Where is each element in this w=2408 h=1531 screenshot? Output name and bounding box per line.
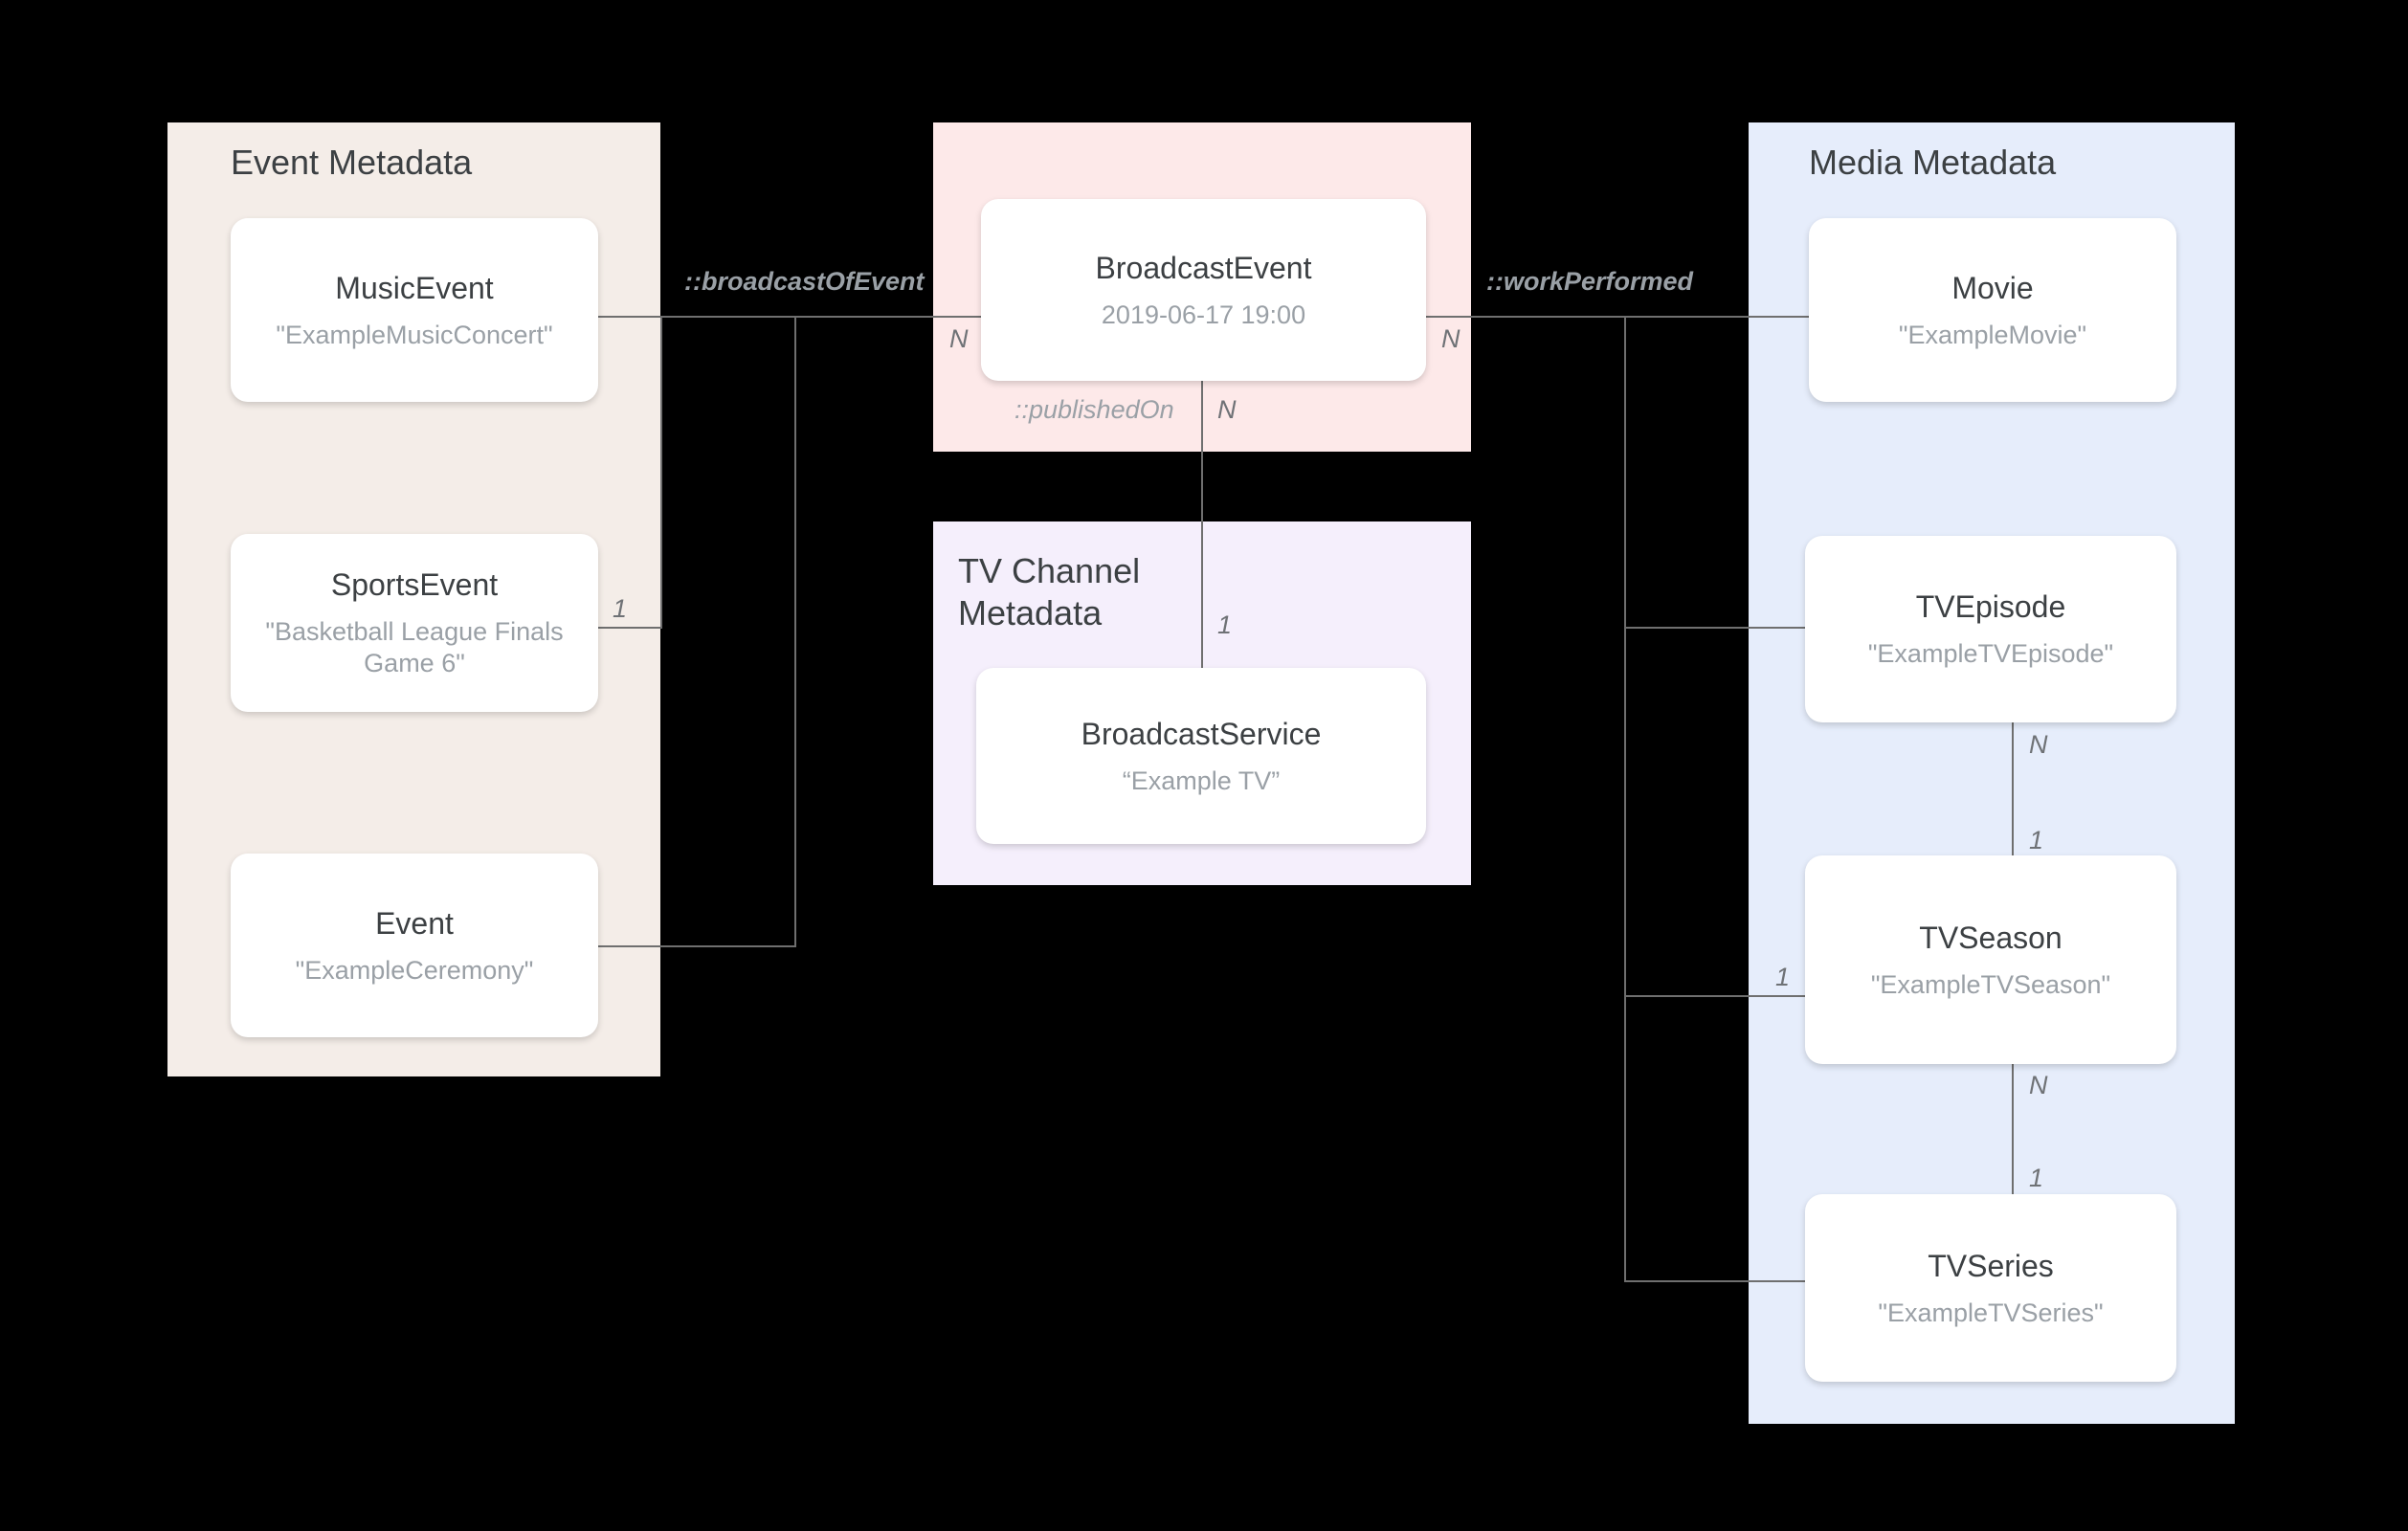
entity-name: Event bbox=[375, 905, 454, 941]
connector-left-trunk-inner bbox=[660, 316, 662, 627]
connector-broadcastofevent-main bbox=[660, 316, 981, 318]
cardinality-broadcast-event-left: N bbox=[949, 324, 969, 353]
cardinality-sports-event-right: 1 bbox=[613, 594, 628, 623]
entity-value: 2019-06-17 19:00 bbox=[1101, 300, 1306, 329]
connector-tvseries-horizontal bbox=[1624, 1280, 1811, 1282]
entity-name: BroadcastService bbox=[1081, 716, 1322, 751]
cardinality-tv-season-top: 1 bbox=[2029, 826, 2044, 854]
entity-name: MusicEvent bbox=[335, 270, 494, 305]
connector-tvepisode-horizontal bbox=[1624, 627, 1811, 629]
entity-card-broadcast-event[interactable]: BroadcastEvent 2019-06-17 19:00 bbox=[981, 199, 1426, 381]
entity-card-movie[interactable]: Movie "ExampleMovie" bbox=[1809, 218, 2176, 402]
connector-episode-season-vertical bbox=[2012, 722, 2014, 899]
entity-name: BroadcastEvent bbox=[1095, 250, 1312, 285]
entity-card-tv-series[interactable]: TVSeries "ExampleTVSeries" bbox=[1805, 1194, 2176, 1382]
entity-value: "ExampleTVSeries" bbox=[1878, 1298, 2104, 1327]
group-title-tv-channel: TV Channel Metadata bbox=[958, 551, 1141, 632]
entity-value: "Basketball League Finals Game 6" bbox=[265, 617, 564, 677]
entity-name: SportsEvent bbox=[330, 567, 499, 602]
entity-value: "ExampleMusicConcert" bbox=[276, 320, 553, 349]
entity-value: "ExampleTVEpisode" bbox=[1867, 639, 2114, 668]
relation-label-work-performed: ::workPerformed bbox=[1486, 267, 1694, 296]
entity-name: TVEpisode bbox=[1915, 589, 2066, 624]
group-title-event-metadata: Event Metadata bbox=[231, 143, 473, 182]
relation-label-broadcast-of-event: ::broadcastOfEvent bbox=[684, 267, 925, 296]
cardinality-tv-season-bottom: N bbox=[2029, 1071, 2048, 1099]
cardinality-tv-episode-bottom: N bbox=[2029, 730, 2048, 759]
cardinality-broadcast-service-top: 1 bbox=[1217, 610, 1233, 639]
entity-name: Movie bbox=[1951, 270, 2034, 305]
cardinality-broadcast-event-right: N bbox=[1441, 324, 1460, 353]
cardinality-tv-season-left: 1 bbox=[1775, 963, 1791, 991]
entity-name: TVSeries bbox=[1928, 1248, 2054, 1283]
entity-card-event[interactable]: Event "ExampleCeremony" bbox=[231, 854, 598, 1037]
group-title-media-metadata: Media Metadata bbox=[1809, 143, 2057, 182]
entity-card-broadcast-service[interactable]: BroadcastService “Example TV” bbox=[976, 668, 1426, 844]
entity-value: “Example TV” bbox=[1122, 766, 1281, 795]
entity-card-music-event[interactable]: MusicEvent "ExampleMusicConcert" bbox=[231, 218, 598, 402]
connector-season-series-vertical bbox=[2012, 1064, 2014, 1241]
connector-event-horizontal bbox=[598, 945, 796, 947]
connector-right-trunk bbox=[1624, 316, 1626, 1280]
relation-label-published-on: ::publishedOn bbox=[1014, 395, 1174, 424]
connector-workperformed-main bbox=[1426, 316, 1809, 318]
entity-name: TVSeason bbox=[1919, 920, 2062, 955]
connector-publishedon-vertical bbox=[1201, 381, 1203, 668]
entity-value: "ExampleMovie" bbox=[1898, 320, 2087, 349]
cardinality-broadcast-event-bottom: N bbox=[1217, 395, 1237, 424]
entity-card-tv-season[interactable]: TVSeason "ExampleTVSeason" bbox=[1805, 855, 2176, 1064]
cardinality-tv-series-top: 1 bbox=[2029, 1164, 2044, 1192]
entity-value: "ExampleCeremony" bbox=[295, 955, 534, 985]
entity-card-sports-event[interactable]: SportsEvent "Basketball League Finals Ga… bbox=[231, 534, 598, 712]
entity-card-tv-episode[interactable]: TVEpisode "ExampleTVEpisode" bbox=[1805, 536, 2176, 722]
connector-sportsevent-horizontal bbox=[598, 627, 662, 629]
entity-value: "ExampleTVSeason" bbox=[1870, 969, 2111, 999]
connector-left-trunk-outer bbox=[794, 316, 796, 947]
connector-tvseason-horizontal bbox=[1624, 995, 1811, 997]
